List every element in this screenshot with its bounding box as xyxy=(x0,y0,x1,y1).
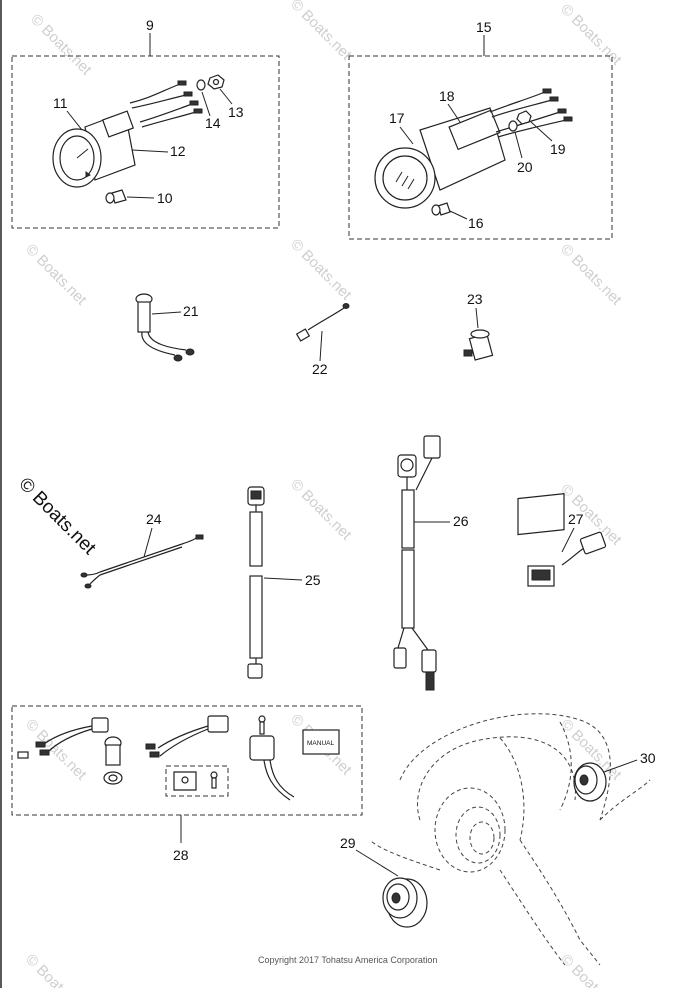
kit-15-box xyxy=(348,35,613,240)
kit-28-harness-b xyxy=(145,715,229,758)
label-29: 29 xyxy=(340,835,356,851)
watermark: © Boats.net xyxy=(557,951,625,988)
label-10: 10 xyxy=(157,190,173,206)
watermark: © Boats.net xyxy=(557,241,625,309)
label-30: 30 xyxy=(640,750,656,766)
watermark: © Boats.net xyxy=(22,241,90,309)
copyright: Copyright 2017 Tohatsu America Corporati… xyxy=(258,955,437,965)
gauge-wires-9 xyxy=(129,80,203,128)
watermark: © Boats.net xyxy=(287,0,355,64)
label-19: 19 xyxy=(550,141,566,157)
watermark: © Boats.net xyxy=(22,951,90,988)
label-23: 23 xyxy=(467,291,483,307)
washer-20 xyxy=(508,120,518,132)
label-25: 25 xyxy=(305,572,321,588)
label-13: 13 xyxy=(228,104,244,120)
watermark: © Boats.net xyxy=(27,11,95,79)
switch-21 xyxy=(135,293,195,362)
bulb-16 xyxy=(431,202,451,216)
label-20: 20 xyxy=(517,159,533,175)
label-16: 16 xyxy=(468,215,484,231)
panel-27 xyxy=(517,493,607,587)
kit-28-box xyxy=(11,705,363,843)
gauge-wires-15 xyxy=(489,88,573,138)
label-14: 14 xyxy=(205,115,221,131)
label-17: 17 xyxy=(389,110,405,126)
watermark-main: © Boats.net xyxy=(14,474,100,560)
washer-14 xyxy=(196,79,206,91)
label-12: 12 xyxy=(170,143,186,159)
adapter-harness-26 xyxy=(393,435,441,691)
manual-box: MANUAL xyxy=(302,729,340,755)
kit-28-grommet xyxy=(103,736,123,785)
label-28: 28 xyxy=(173,847,189,863)
label-21: 21 xyxy=(183,303,199,319)
gauge-11 xyxy=(52,110,136,188)
label-15: 15 xyxy=(476,19,492,35)
engine-outline xyxy=(369,713,651,966)
bulb-10 xyxy=(105,189,127,204)
watermark: © Boats.net xyxy=(22,716,90,784)
label-27: 27 xyxy=(568,511,584,527)
extension-harness-25 xyxy=(247,486,265,679)
plug-29 xyxy=(382,877,428,928)
gauge-17 xyxy=(374,107,506,209)
label-18: 18 xyxy=(439,88,455,104)
nut-13 xyxy=(207,74,225,90)
watermark: © Boats.net xyxy=(557,1,625,69)
harness-24 xyxy=(80,534,204,589)
nut-19 xyxy=(516,110,532,125)
kit-9-box xyxy=(11,33,280,229)
sensor-22 xyxy=(295,303,350,342)
kit-28-plug xyxy=(249,715,295,801)
label-22: 22 xyxy=(312,361,328,377)
kit-28-bracket-box xyxy=(165,765,229,797)
label-11: 11 xyxy=(53,95,68,111)
label-9: 9 xyxy=(146,17,154,33)
watermark: © Boats.net xyxy=(287,476,355,544)
watermark: © Boats.net xyxy=(287,236,355,304)
label-26: 26 xyxy=(453,513,469,529)
spacer-23 xyxy=(463,329,494,361)
kit-28-harness-a xyxy=(17,717,109,759)
label-24: 24 xyxy=(146,511,162,527)
plug-30 xyxy=(573,762,607,802)
manual-label: MANUAL xyxy=(307,740,334,747)
